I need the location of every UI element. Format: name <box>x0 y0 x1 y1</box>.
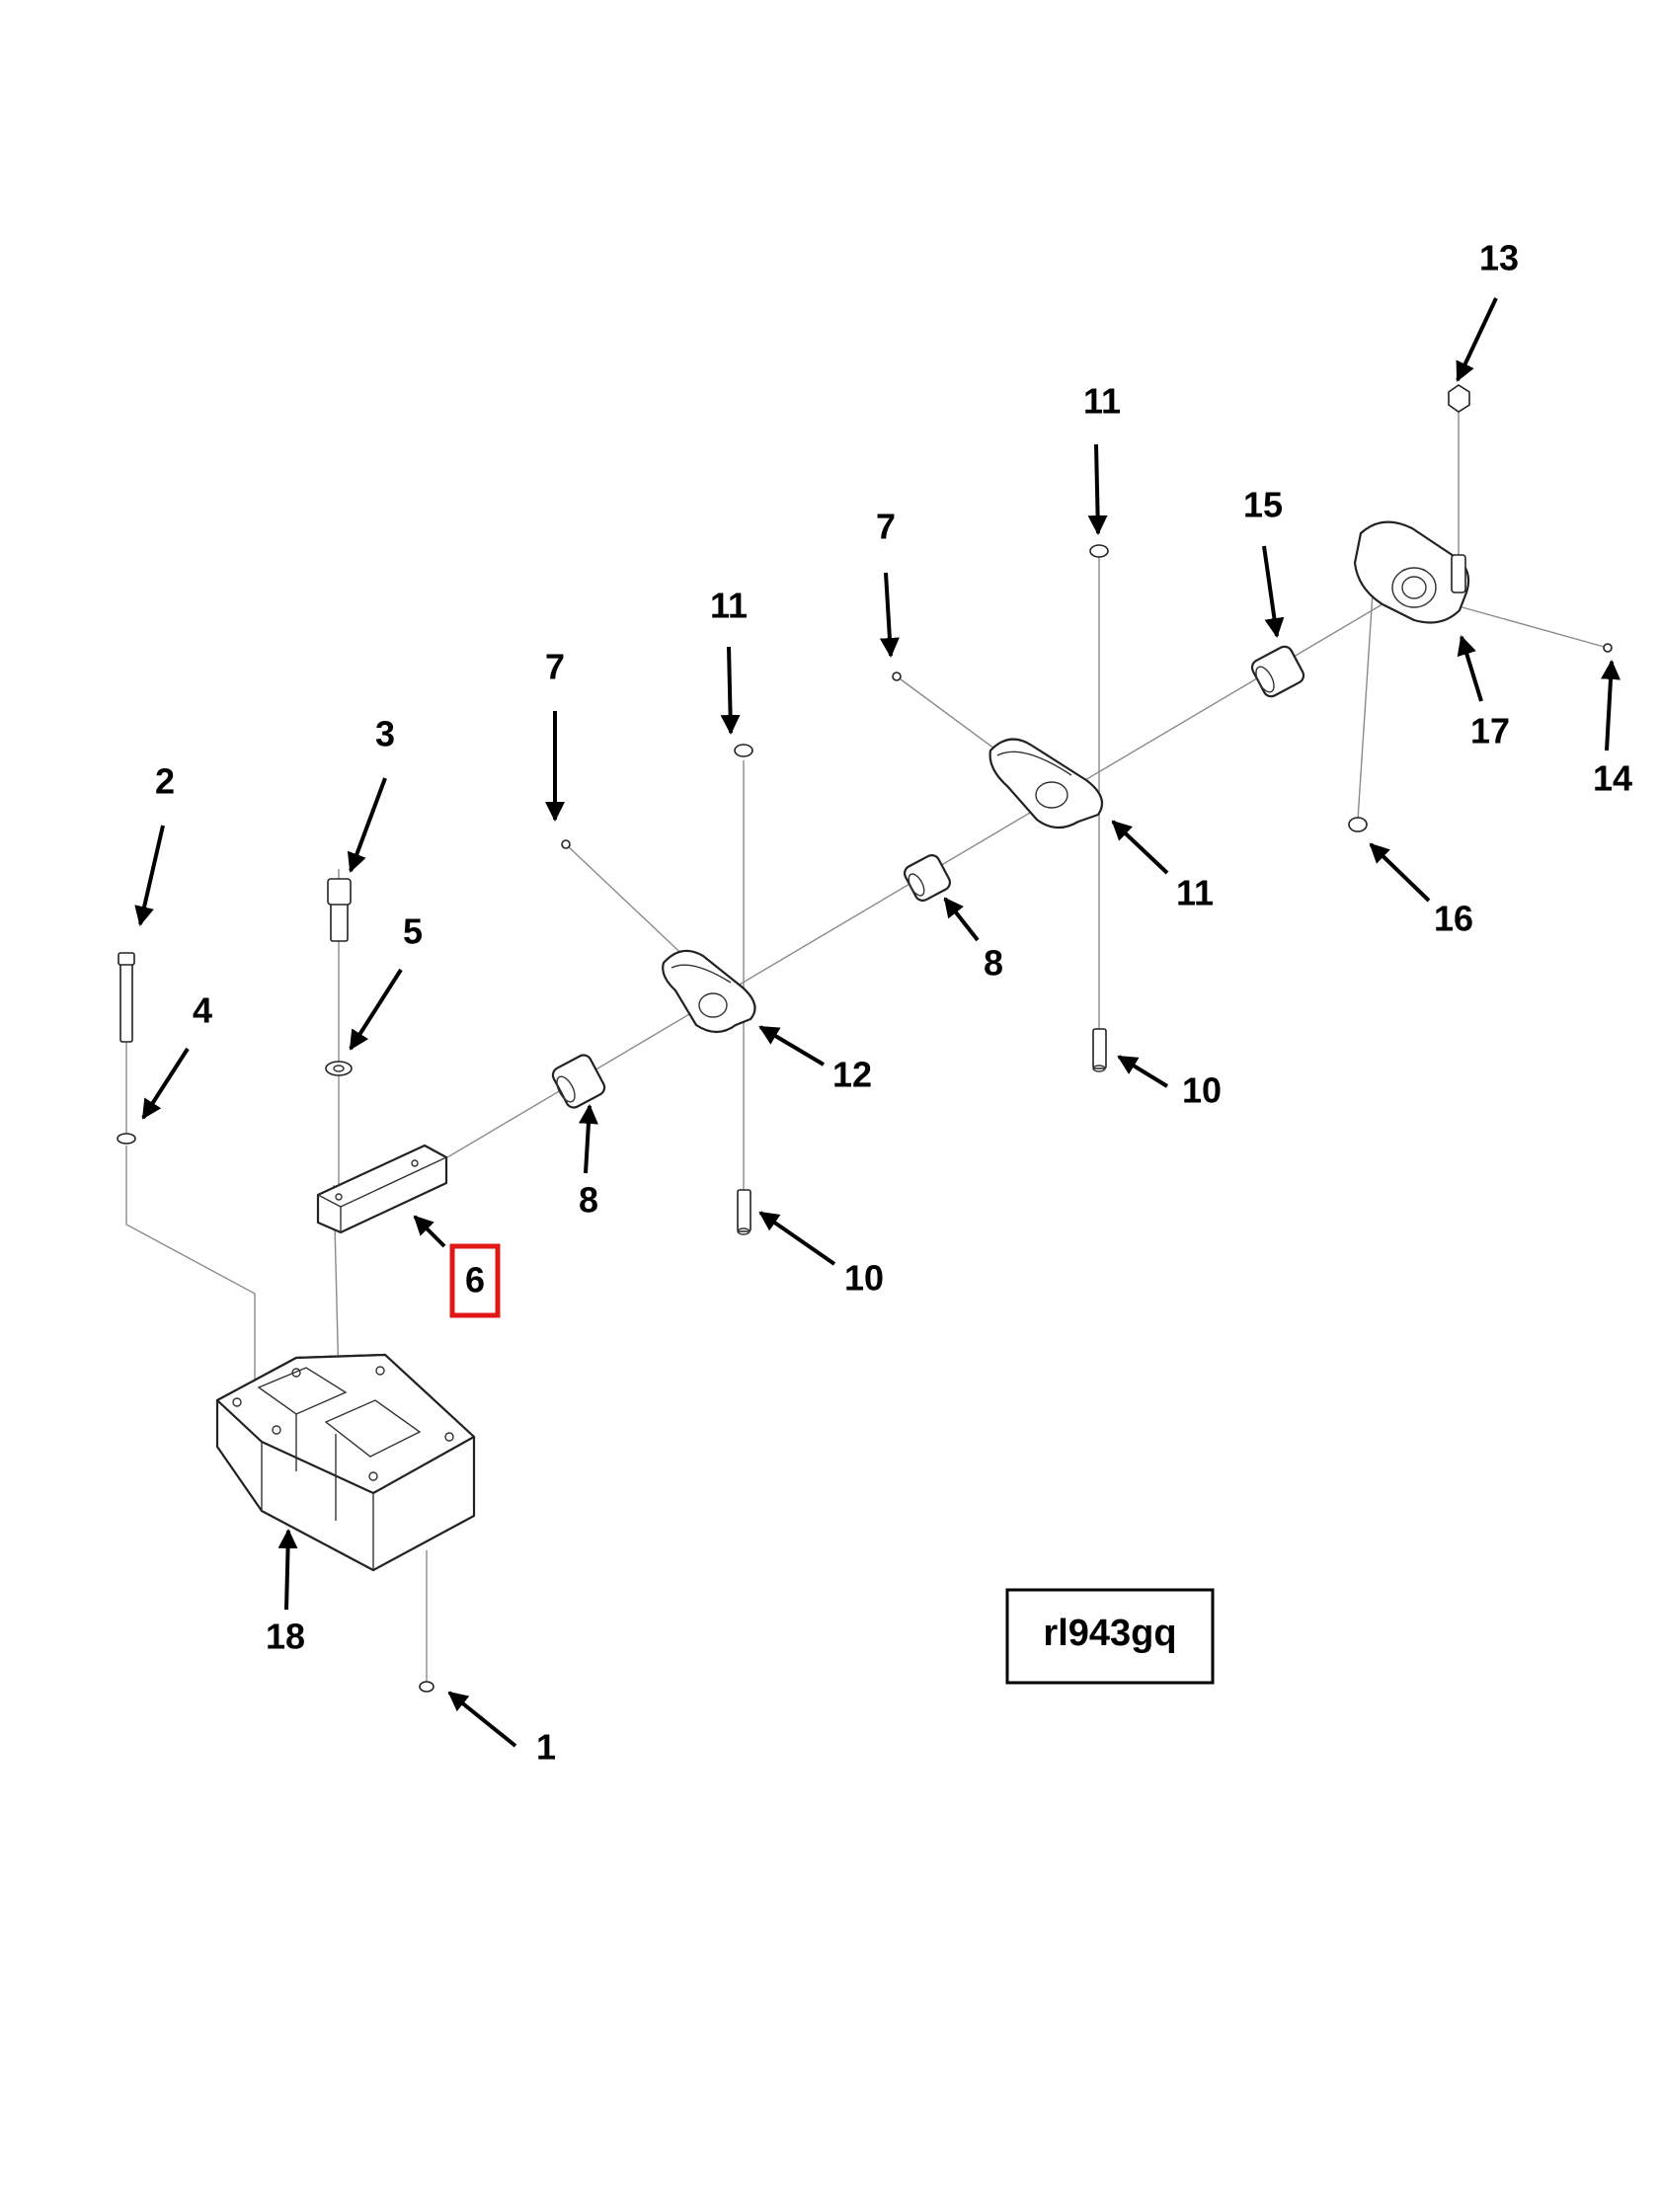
callout-4[interactable]: 4 <box>193 990 212 1031</box>
callout-arrows <box>134 297 1620 1748</box>
callout-10-right[interactable]: 10 <box>1182 1070 1222 1111</box>
callout-7-right[interactable]: 7 <box>876 507 896 547</box>
callout-2[interactable]: 2 <box>155 761 175 802</box>
rocker-lever-12 <box>662 949 756 1034</box>
bolt-2 <box>118 952 135 1043</box>
callout-13[interactable]: 13 <box>1479 238 1519 278</box>
nut-11-right <box>1089 544 1109 558</box>
callout-16[interactable]: 16 <box>1434 899 1473 939</box>
nut-13 <box>1448 384 1470 413</box>
spacer-8-right <box>904 854 951 902</box>
bolt-3 <box>327 878 352 942</box>
shaft-support-6 <box>316 1144 448 1234</box>
rocker-lever-11 <box>988 738 1104 830</box>
callout-17[interactable]: 17 <box>1470 711 1510 751</box>
callout-12[interactable]: 12 <box>832 1055 872 1095</box>
nut-11-left <box>734 744 753 757</box>
callout-8-right[interactable]: 8 <box>984 943 1003 984</box>
pin-14 <box>1603 643 1613 653</box>
screw-10-left <box>737 1189 751 1235</box>
callout-11-left[interactable]: 11 <box>710 586 748 626</box>
figure-reference: rl943gq <box>1005 1588 1215 1685</box>
rocker-housing-18 <box>215 1353 476 1572</box>
rocker-lever-17 <box>1353 520 1470 624</box>
callout-6[interactable]: 6 <box>465 1260 485 1301</box>
spacer-8-left <box>551 1054 606 1109</box>
pin-7-left <box>561 839 571 849</box>
callout-10-left[interactable]: 10 <box>844 1258 884 1299</box>
plug-1 <box>419 1681 434 1693</box>
nut-16 <box>1348 817 1368 832</box>
washer-4 <box>117 1133 136 1145</box>
washer-5 <box>325 1061 353 1076</box>
figure-reference-label: rl943gq <box>1043 1613 1176 1654</box>
callout-15[interactable]: 15 <box>1243 485 1283 525</box>
callout-5[interactable]: 5 <box>403 911 423 952</box>
callout-3[interactable]: 3 <box>375 714 395 754</box>
highlight-box <box>449 1243 501 1318</box>
callout-7-left[interactable]: 7 <box>545 647 565 687</box>
bushing-15 <box>1250 645 1305 698</box>
callout-11-top[interactable]: 11 <box>1083 381 1121 422</box>
figure-reference-box <box>1005 1588 1215 1685</box>
callout-11-lower[interactable]: 11 <box>1176 873 1214 913</box>
pin-7-right <box>892 672 902 681</box>
screw-10-right <box>1092 1028 1107 1072</box>
callout-1[interactable]: 1 <box>536 1727 556 1768</box>
callout-8-left[interactable]: 8 <box>579 1180 598 1221</box>
callout-18[interactable]: 18 <box>266 1617 305 1657</box>
callout-14[interactable]: 14 <box>1593 758 1632 799</box>
